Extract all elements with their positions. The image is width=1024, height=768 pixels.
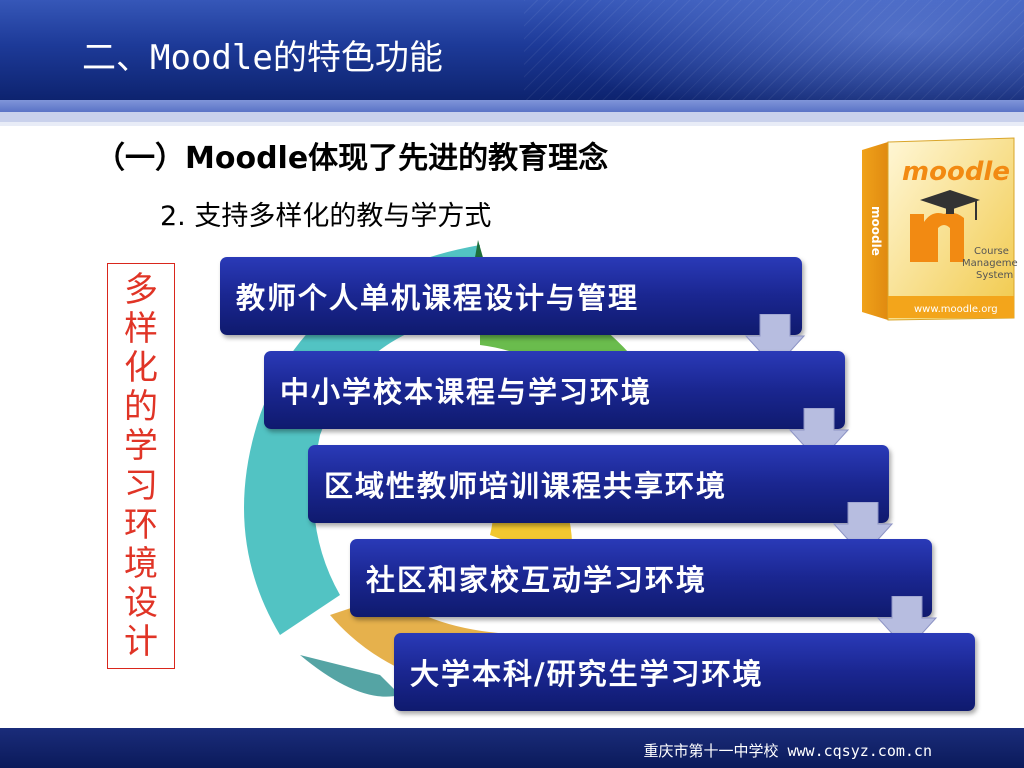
moodle-product-box-image: moodle Course Management System www.mood… [862,137,1018,321]
wheel-segment-darkteal [300,655,400,697]
label-char: 计 [124,622,158,663]
title-underline-band-pale [0,122,1024,126]
step-label: 大学本科/研究生学习环境 [410,657,764,691]
label-char: 样 [124,308,158,349]
title-bar: 二、Moodle的特色功能 [0,0,1024,100]
step-3-box: 区域性教师培训课程共享环境 [308,445,889,523]
moodle-box-caption-course: Course [974,246,1009,257]
title-underline-band-light [0,112,1024,122]
label-char: 境 [124,543,158,584]
moodle-box-caption-management: Management [962,258,1018,269]
step-label: 教师个人单机课程设计与管理 [236,281,640,315]
title-underline-band [0,100,1024,112]
footer-school-text: 重庆市第十一中学校 www.cqsyz.com.cn [643,742,932,760]
section-heading: （一）Moodle体现了先进的教育理念 [95,141,609,176]
footer-bar: 重庆市第十一中学校 www.cqsyz.com.cn [0,728,1024,768]
step-label: 区域性教师培训课程共享环境 [324,469,728,503]
label-char: 环 [124,504,158,545]
label-char: 设 [124,583,158,624]
step-4-box: 社区和家校互动学习环境 [350,539,932,617]
label-char: 的 [124,387,158,428]
label-char: 化 [124,347,158,388]
title-bar-glow [544,0,1024,100]
step-label: 社区和家校互动学习环境 [366,563,708,597]
step-2-box: 中小学校本课程与学习环境 [264,351,845,429]
svg-text:moodle: moodle [869,206,883,256]
slide-title: 二、Moodle的特色功能 [82,38,443,78]
step-1-box: 教师个人单机课程设计与管理 [220,257,802,335]
step-label: 中小学校本课程与学习环境 [280,375,653,409]
section-subheading: 2. 支持多样化的教与学方式 [160,201,492,232]
title-bar-texture [524,0,1024,100]
label-char: 学 [124,426,158,467]
step-5-box: 大学本科/研究生学习环境 [394,633,975,711]
moodle-box-url: www.moodle.org [914,304,998,315]
label-char: 习 [124,465,158,506]
wheel-segment-teal [244,245,480,635]
moodle-box-caption-system: System [976,270,1013,281]
diverse-learning-environment-label: 多 样 化 的 学 习 环 境 设 计 [107,263,175,669]
label-char: 多 [124,269,158,310]
moodle-logo-text: moodle [902,157,1010,187]
